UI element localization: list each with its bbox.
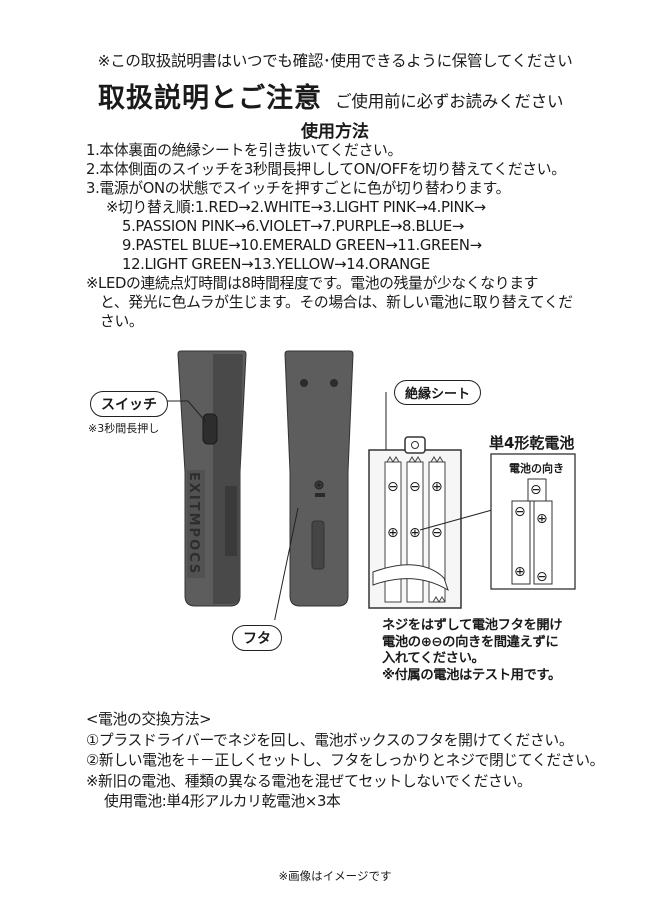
battery-replacement-section: <電池の交換方法> ①プラスドライバーでネジを回し、電池ボックスのフタを開けてく… [86, 710, 604, 813]
plus-symbol: ⊕ [409, 525, 421, 541]
color-order-line: ※切り替え順:1.RED→2.WHITE→3.LIGHT PINK→4.PINK… [106, 199, 486, 216]
replacement-title: <電池の交換方法> [86, 711, 212, 728]
switch-note: ※3秒間長押し [88, 422, 160, 435]
minus-symbol: ⊖ [514, 504, 526, 520]
battery-instruction: ネジをはずして電池フタを開け 電池の⊕⊖の向きを間違えずに 入れてください。 ※… [382, 618, 563, 684]
battery-direction-label: 電池の向き [509, 462, 564, 475]
plus-symbol: ⊕ [387, 525, 399, 541]
minus-symbol: ⊖ [409, 479, 421, 495]
instruction-line: 入れてください。 [382, 651, 485, 666]
page-subtitle: ご使用前に必ずお読みください [335, 92, 564, 111]
insulation-sheet-label: 絶縁シート [394, 380, 482, 405]
replacement-note: ※新旧の電池、種類の異なる電池を混ぜてセットしないでください。 [86, 772, 532, 790]
step-2: 2.本体側面のスイッチを3秒間長押ししてON/OFFを切り替えてください。 [86, 161, 566, 178]
instruction-line: ※付属の電池はテスト用です。 [382, 667, 561, 683]
led-note-line: さい。 [100, 313, 144, 330]
page-title: 取扱説明とご注意 [98, 83, 322, 114]
step-1: 1.本体裏面の絶縁シートを引き抜いてください。 [86, 142, 402, 159]
color-order-line: 12.LIGHT GREEN→13.YELLOW→14.ORANGE [122, 256, 430, 273]
image-disclaimer: ※画像はイメージです [278, 869, 392, 883]
step-3: 3.電源がONの状態でスイッチを押すごとに色が切り替わります。 [86, 180, 511, 197]
battery-type-title: 単4形乾電池 [489, 434, 575, 452]
minus-symbol: ⊖ [536, 569, 548, 585]
usage-steps: 1.本体裏面の絶縁シートを引き抜いてください。 2.本体側面のスイッチを3秒間長… [86, 141, 573, 331]
plus-symbol: ⊕ [431, 479, 443, 495]
color-order-line: 5.PASSION PINK→6.VIOLET→7.PURPLE→8.BLUE→ [122, 218, 464, 235]
instruction-line: 電池の⊕⊖の向きを間違えずに [382, 634, 559, 650]
minus-symbol: ⊖ [530, 482, 542, 498]
switch-button-shape [202, 413, 218, 445]
replacement-step: ②新しい電池を＋－正しくセットし、フタをしっかりとネジで閉じてください。 [86, 752, 605, 769]
led-note-line: と、発光に色ムラが生じます。その場合は、新しい電池に取り替えてくだ [100, 294, 573, 311]
plus-symbol: ⊕ [536, 511, 548, 527]
flashlight-front: EXITMPOCS [177, 350, 247, 607]
minus-symbol: ⊖ [387, 479, 399, 495]
storage-notice: ※この取扱説明書はいつでも確認･使用できるように保管してください [97, 52, 573, 70]
minus-symbol: ⊖ [431, 525, 443, 541]
svg-text:EXITMPOCS: EXITMPOCS [186, 472, 201, 575]
replacement-step: ①プラスドライバーでネジを回し、電池ボックスのフタを開けてください。 [86, 731, 574, 749]
plus-symbol: ⊕ [514, 564, 526, 580]
switch-label: スイッチ [90, 391, 168, 417]
flashlight-back [284, 350, 354, 607]
title-row: 取扱説明とご注意 ご使用前に必ずお読みください [98, 76, 563, 115]
lid-label: フタ [232, 625, 282, 651]
section-title: 使用方法 [301, 122, 369, 142]
product-diagram: EXITMPOCS [158, 350, 576, 620]
led-note-line: ※LEDの連続点灯時間は8時間程度です。電池の残量が少なくなります [86, 275, 539, 292]
color-order-line: 9.PASTEL BLUE→10.EMERALD GREEN→11.GREEN→ [122, 237, 482, 254]
battery-spec: 使用電池:単4形アルカリ乾電池×3本 [104, 793, 341, 810]
battery-box [368, 436, 462, 609]
instruction-line: ネジをはずして電池フタを開け [382, 618, 563, 633]
battery-direction-box [490, 453, 576, 590]
